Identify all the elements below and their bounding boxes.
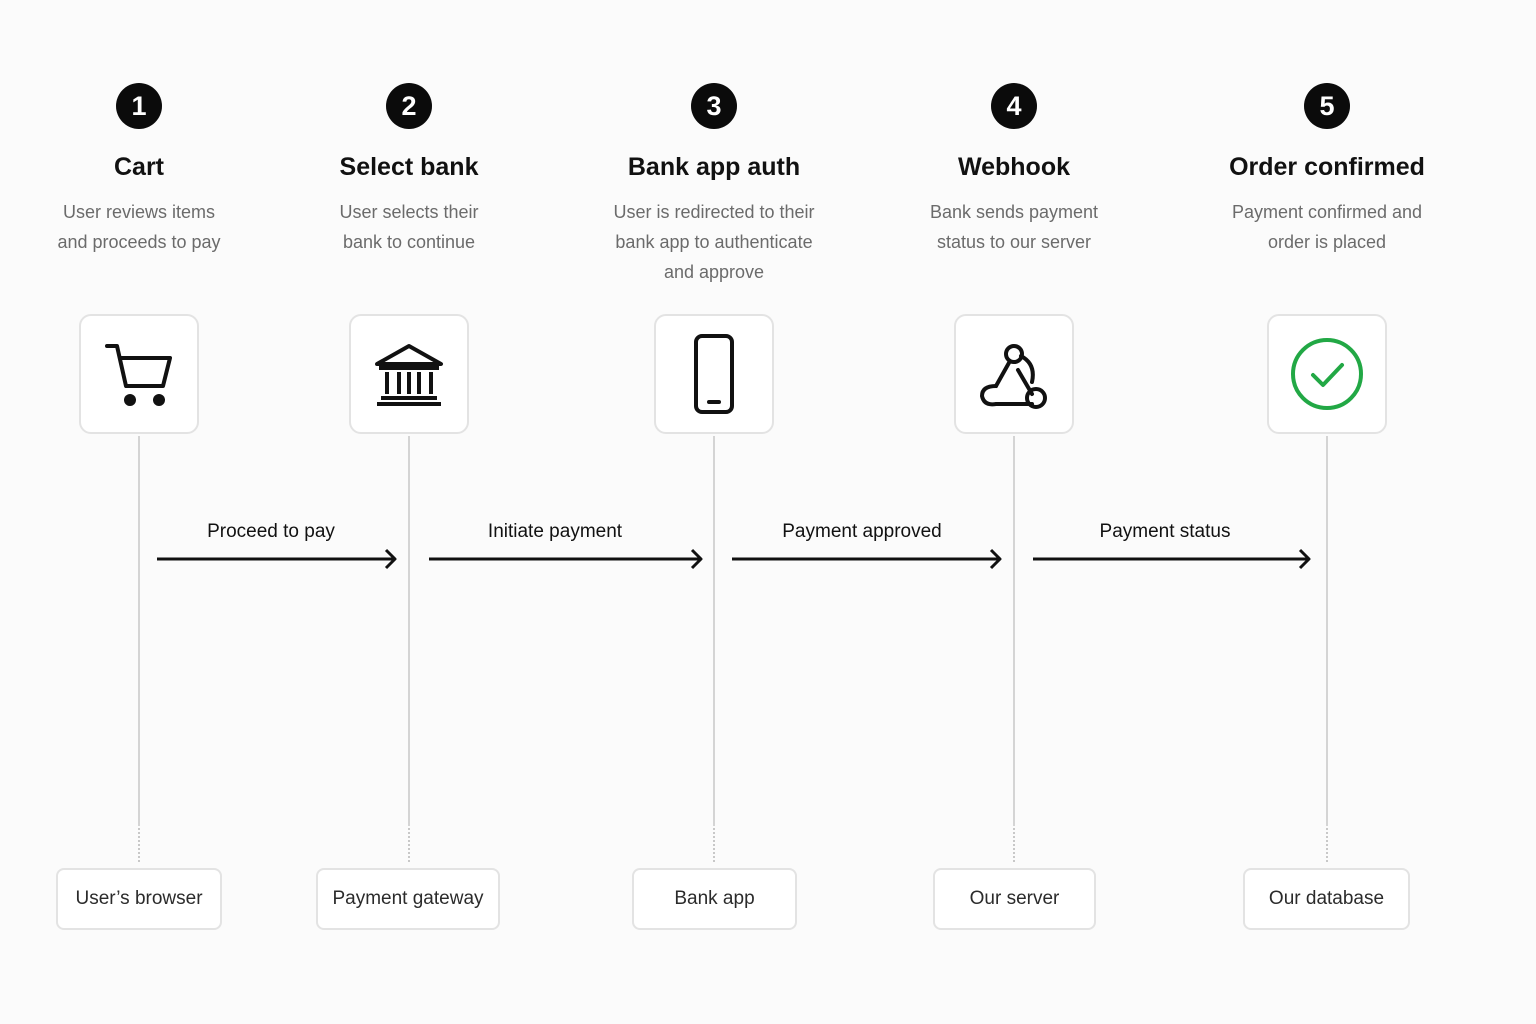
step-title-select-bank: Select bank bbox=[339, 153, 479, 181]
step-description-order-confirmed: Payment confirmed and order is placed bbox=[1197, 197, 1457, 257]
lifeline-our-server bbox=[1013, 436, 1015, 826]
shopping-cart-icon bbox=[105, 344, 172, 406]
actor-payment-gateway: Payment gateway bbox=[316, 868, 500, 930]
lifeline-our-database bbox=[1326, 436, 1328, 826]
description-line: User selects their bbox=[339, 202, 479, 222]
step-badge-5: 5 bbox=[1304, 83, 1350, 129]
description-line: order is placed bbox=[1267, 232, 1387, 252]
step-description-webhook: Bank sends payment status to our server bbox=[884, 197, 1144, 257]
lifeline-payment-gateway bbox=[408, 436, 410, 826]
description-line: and approve bbox=[663, 262, 765, 282]
step-description-cart: User reviews items and proceeds to pay bbox=[9, 197, 269, 257]
lifeline-bank-app bbox=[713, 436, 715, 826]
step-icon-box-bank-app-auth bbox=[654, 314, 774, 434]
smartphone-icon bbox=[694, 334, 734, 414]
description-line: User is redirected to their bbox=[613, 202, 815, 222]
description-line: Payment confirmed and bbox=[1231, 202, 1423, 222]
lifeline-dash bbox=[713, 828, 715, 862]
step-description-select-bank: User selects their bank to continue bbox=[279, 197, 539, 257]
message-label-proceed-to-pay: Proceed to pay bbox=[207, 521, 335, 542]
step-badge-2: 2 bbox=[386, 83, 432, 129]
step-badge-3: 3 bbox=[691, 83, 737, 129]
actor-users-browser: User’s browser bbox=[56, 868, 222, 930]
actor-bank-app: Bank app bbox=[632, 868, 797, 930]
arrow-initiate-payment bbox=[429, 548, 703, 570]
message-label-payment-approved: Payment approved bbox=[782, 521, 942, 542]
arrow-payment-approved bbox=[732, 548, 1002, 570]
step-title-webhook: Webhook bbox=[957, 153, 1071, 181]
description-line: Bank sends payment bbox=[929, 202, 1099, 222]
arrow-proceed-to-pay bbox=[157, 548, 397, 570]
actor-our-server: Our server bbox=[933, 868, 1096, 930]
lifeline-dash bbox=[138, 828, 140, 862]
step-title-cart: Cart bbox=[113, 153, 164, 181]
actor-our-database: Our database bbox=[1243, 868, 1410, 930]
step-title-bank-app-auth: Bank app auth bbox=[627, 153, 801, 181]
description-line: bank to continue bbox=[342, 232, 476, 252]
description-line: User reviews items bbox=[62, 202, 216, 222]
bank-icon bbox=[375, 344, 443, 406]
step-icon-box-cart bbox=[79, 314, 199, 434]
check-circle-icon bbox=[1291, 338, 1363, 410]
step-badge-1: 1 bbox=[116, 83, 162, 129]
description-line: bank app to authenticate bbox=[615, 232, 813, 252]
step-description-bank-app-auth: User is redirected to their bank app to … bbox=[584, 197, 844, 287]
step-title-order-confirmed: Order confirmed bbox=[1229, 153, 1425, 181]
lifeline-users-browser bbox=[138, 436, 140, 826]
lifeline-dash bbox=[408, 828, 410, 862]
step-icon-box-webhook bbox=[954, 314, 1074, 434]
arrow-payment-status bbox=[1033, 548, 1311, 570]
step-icon-box-order-confirmed bbox=[1267, 314, 1387, 434]
lifeline-dash bbox=[1326, 828, 1328, 862]
step-icon-box-select-bank bbox=[349, 314, 469, 434]
description-line: and proceeds to pay bbox=[57, 232, 221, 252]
step-badge-4: 4 bbox=[991, 83, 1037, 129]
message-label-payment-status: Payment status bbox=[1099, 521, 1231, 542]
lifeline-dash bbox=[1013, 828, 1015, 862]
description-line: status to our server bbox=[936, 232, 1092, 252]
webhook-icon bbox=[980, 344, 1047, 409]
message-label-initiate-payment: Initiate payment bbox=[487, 521, 623, 542]
